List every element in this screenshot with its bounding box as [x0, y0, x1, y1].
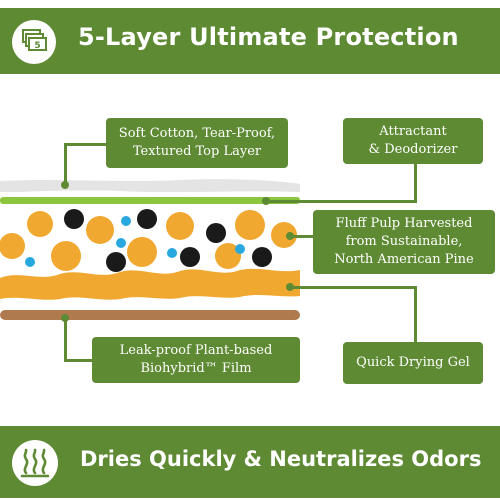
- top-layer-strip: [0, 179, 300, 193]
- label-line: Leak-proof Plant-based: [119, 343, 273, 358]
- black-bead: [64, 209, 84, 229]
- blue-bead: [25, 257, 35, 267]
- label-top-layer: Soft Cotton, Tear-Proof, Textured Top La…: [106, 118, 288, 168]
- label-line: Attractant: [379, 124, 447, 139]
- pulp-bead: [271, 222, 297, 248]
- connector-dot: [286, 283, 294, 291]
- label-line: from Sustainable,: [345, 234, 463, 249]
- blue-bead: [235, 244, 245, 254]
- pulp-bead: [0, 233, 25, 259]
- steam-icon: [12, 440, 58, 486]
- blue-bead: [116, 238, 126, 248]
- label-line: Fluff Pulp Harvested: [335, 216, 473, 231]
- label-line: North American Pine: [334, 252, 474, 267]
- pulp-bead: [27, 211, 53, 237]
- bottom-banner: Dries Quickly & Neutralizes Odors: [0, 426, 500, 498]
- connector-attractant: [414, 163, 417, 203]
- connector-gel: [414, 286, 417, 342]
- connector-top-layer: [64, 143, 106, 146]
- black-bead: [206, 223, 226, 243]
- connector-film: [64, 359, 92, 362]
- svg-text:5: 5: [34, 41, 40, 51]
- page-title: 5-Layer Ultimate Protection: [78, 23, 459, 51]
- connector-gel: [290, 286, 417, 289]
- label-film: Leak-proof Plant-based Biohybrid™ Film: [92, 337, 300, 383]
- pulp-bead: [235, 210, 265, 240]
- pulp-bead: [51, 241, 81, 271]
- label-gel: Quick Drying Gel: [343, 342, 483, 384]
- label-line: Soft Cotton, Tear-Proof,: [118, 126, 276, 141]
- blue-bead: [167, 248, 177, 258]
- film-layer: [0, 310, 300, 320]
- gel-layer: [0, 268, 300, 300]
- label-fluff-pulp: Fluff Pulp Harvested from Sustainable, N…: [313, 210, 495, 274]
- top-banner: 5 5-Layer Ultimate Protection: [0, 8, 500, 74]
- footer-title: Dries Quickly & Neutralizes Odors: [80, 447, 482, 471]
- pulp-bead: [86, 216, 114, 244]
- connector-dot: [262, 197, 270, 205]
- label-line: & Deodorizer: [368, 142, 458, 157]
- connector-dot: [61, 314, 69, 322]
- black-bead: [106, 252, 126, 272]
- label-line: Quick Drying Gel: [356, 355, 470, 370]
- label-line: Textured Top Layer: [132, 144, 262, 159]
- pulp-bead: [215, 243, 241, 269]
- connector-dot: [61, 181, 69, 189]
- connector-fluff-pulp: [290, 235, 314, 238]
- black-bead: [180, 247, 200, 267]
- black-bead: [252, 247, 272, 267]
- attractant-layer: [0, 197, 300, 204]
- label-attractant: Attractant & Deodorizer: [343, 118, 483, 164]
- blue-bead: [121, 216, 131, 226]
- five-layers-icon: 5: [12, 20, 56, 64]
- connector-film: [64, 318, 67, 362]
- label-line: Biohybrid™ Film: [140, 361, 252, 376]
- pulp-bead: [166, 212, 194, 240]
- pulp-bead: [127, 237, 157, 267]
- connector-dot: [286, 232, 294, 240]
- connector-top-layer: [64, 143, 67, 185]
- connector-attractant: [266, 200, 417, 203]
- black-bead: [137, 209, 157, 229]
